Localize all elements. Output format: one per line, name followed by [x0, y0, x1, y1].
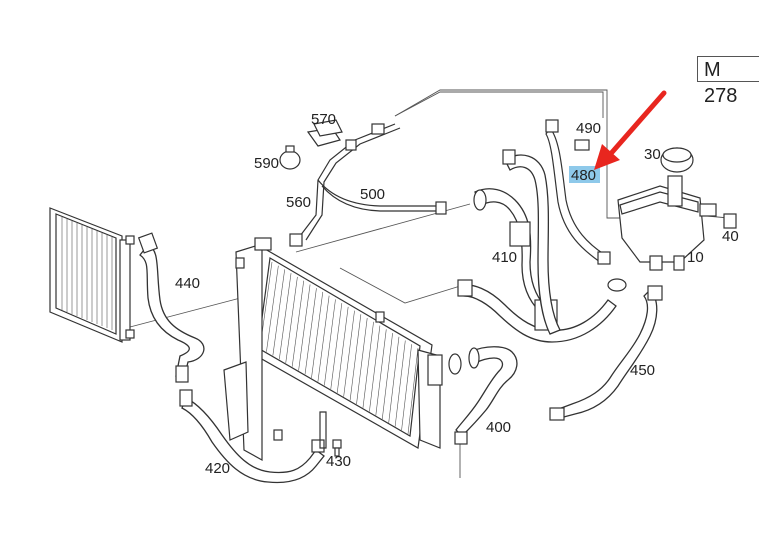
main-radiator-fin	[324, 299, 336, 386]
main-radiator-fin	[356, 318, 368, 405]
main-radiator-fin	[336, 306, 349, 393]
main-radiator	[223, 237, 443, 462]
label-570: 570	[311, 111, 336, 128]
main-radiator-fin	[407, 347, 419, 435]
label-450: 450	[630, 362, 655, 379]
main-radiator-fin	[401, 344, 412, 431]
main-radiator-fin	[394, 340, 406, 427]
hose-400	[448, 346, 518, 445]
hose-480	[502, 149, 561, 335]
main-radiator-fin	[285, 276, 298, 363]
hose-420	[179, 389, 327, 484]
cap-30	[660, 147, 694, 173]
label-560: 560	[286, 194, 311, 211]
hose-490	[545, 119, 611, 265]
auxiliary-radiator	[49, 207, 135, 343]
main-radiator-fin	[298, 284, 311, 371]
main-radiator-fin	[388, 336, 400, 423]
main-radiator-fin	[291, 280, 305, 367]
label-40: 40	[722, 228, 739, 245]
label-480: 480	[571, 167, 596, 184]
main-radiator-fin	[272, 269, 285, 356]
main-radiator-fin	[266, 265, 279, 352]
label-400: 400	[486, 419, 511, 436]
main-radiator-fin	[304, 288, 317, 375]
main-radiator-fin	[343, 310, 355, 397]
label-430: 430	[326, 453, 351, 470]
label-410: 410	[492, 249, 517, 266]
main-radiator-fin	[279, 273, 292, 360]
label-500: 500	[360, 186, 385, 203]
bolt-430	[332, 439, 342, 457]
label-480-highlight	[569, 166, 600, 183]
red-pointer-arrow	[594, 90, 667, 170]
vent-lines	[279, 119, 447, 247]
main-radiator-fin	[330, 303, 343, 390]
hose-450	[549, 285, 663, 421]
sensor-40	[723, 213, 737, 229]
engine-code-box: M 278	[697, 56, 759, 107]
main-radiator-fin	[311, 291, 324, 378]
main-radiator-fin	[362, 321, 374, 408]
part-labels: 30 40 10 490 480 570 590 560 500 410 440…	[175, 111, 739, 477]
label-10: 10	[687, 249, 704, 266]
expansion-tank	[617, 175, 717, 271]
main-radiator-fin	[369, 325, 381, 412]
label-590: 590	[254, 155, 279, 172]
main-radiator-fin	[375, 329, 387, 416]
main-radiator-fin	[317, 295, 330, 382]
label-440: 440	[175, 275, 200, 292]
label-30: 30	[644, 146, 661, 163]
label-490: 490	[576, 120, 601, 137]
main-radiator-fin	[349, 314, 362, 401]
hose-440	[137, 232, 205, 383]
label-420: 420	[205, 460, 230, 477]
main-radiator-fin	[381, 333, 393, 420]
